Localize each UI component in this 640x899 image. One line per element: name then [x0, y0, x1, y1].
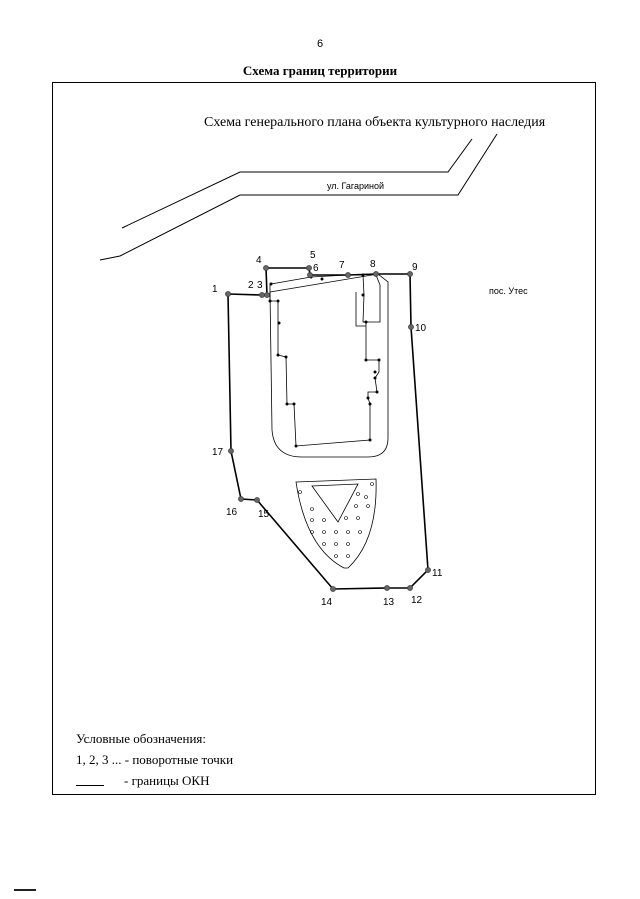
- street-label: ул. Гагариной: [327, 181, 384, 191]
- point-13: [384, 585, 390, 591]
- building-outline: [269, 273, 389, 458]
- point-label-4: 4: [256, 255, 262, 266]
- point-5: [306, 265, 312, 271]
- building-inner-line: [355, 292, 366, 327]
- point-label-17: 17: [212, 447, 224, 458]
- page-number: 6: [316, 38, 324, 50]
- legend-border-desc: - границы ОКН: [124, 773, 210, 788]
- point-label-1: 1: [212, 284, 218, 295]
- point-4: [263, 265, 269, 271]
- point-label-5: 5: [310, 250, 316, 261]
- point-label-15: 15: [258, 509, 270, 520]
- building-footprint: [269, 274, 380, 447]
- point-8: [373, 271, 379, 277]
- legend-points: 1, 2, 3 ... - поворотные точки: [76, 752, 234, 767]
- street-edge-lower: [99, 133, 498, 261]
- legend-title: Условные обозначения:: [76, 731, 207, 746]
- point-2: [259, 292, 265, 298]
- point-14: [330, 586, 336, 592]
- point-label-7: 7: [339, 260, 345, 271]
- point-label-8: 8: [370, 259, 376, 270]
- legend-border-row: - границы ОКН: [76, 770, 233, 791]
- point-1: [225, 291, 231, 297]
- point-7: [345, 272, 351, 278]
- point-15: [254, 497, 260, 503]
- settlement-label: пос. Утес: [489, 286, 528, 296]
- turning-points: [225, 265, 431, 592]
- garden-inner-triangle: [311, 483, 359, 523]
- point-11: [425, 567, 431, 573]
- point-3: [264, 292, 270, 298]
- territory-boundary: [227, 267, 429, 590]
- point-label-13: 13: [383, 597, 395, 608]
- point-label-12: 12: [411, 595, 423, 606]
- point-9: [407, 271, 413, 277]
- point-label-6: 6: [313, 263, 319, 274]
- building-inner-line-2: [363, 274, 381, 323]
- street: [99, 133, 498, 261]
- point-label-2: 2: [248, 280, 254, 291]
- point-label-14: 14: [321, 597, 333, 608]
- point-label-16: 16: [226, 507, 238, 518]
- page-heading: Схема границ территории: [242, 63, 398, 78]
- legend: Условные обозначения: 1, 2, 3 ... - пово…: [76, 728, 233, 791]
- map-frame: [52, 82, 596, 795]
- point-12: [407, 585, 413, 591]
- point-16: [238, 496, 244, 502]
- point-6: [307, 272, 313, 278]
- point-label-9: 9: [412, 262, 418, 273]
- legend-border-swatch: [76, 775, 104, 786]
- street-edge-upper: [121, 138, 473, 229]
- point-10: [408, 324, 414, 330]
- point-label-11: 11: [432, 568, 443, 579]
- plan-title: Схема генерального плана объекта культур…: [204, 115, 546, 130]
- point-17: [228, 448, 234, 454]
- garden-dots: [298, 482, 374, 558]
- point-label-3: 3: [257, 280, 263, 291]
- point-label-10: 10: [415, 323, 427, 334]
- garden-plot: [295, 478, 377, 569]
- footer-mark: [14, 889, 36, 891]
